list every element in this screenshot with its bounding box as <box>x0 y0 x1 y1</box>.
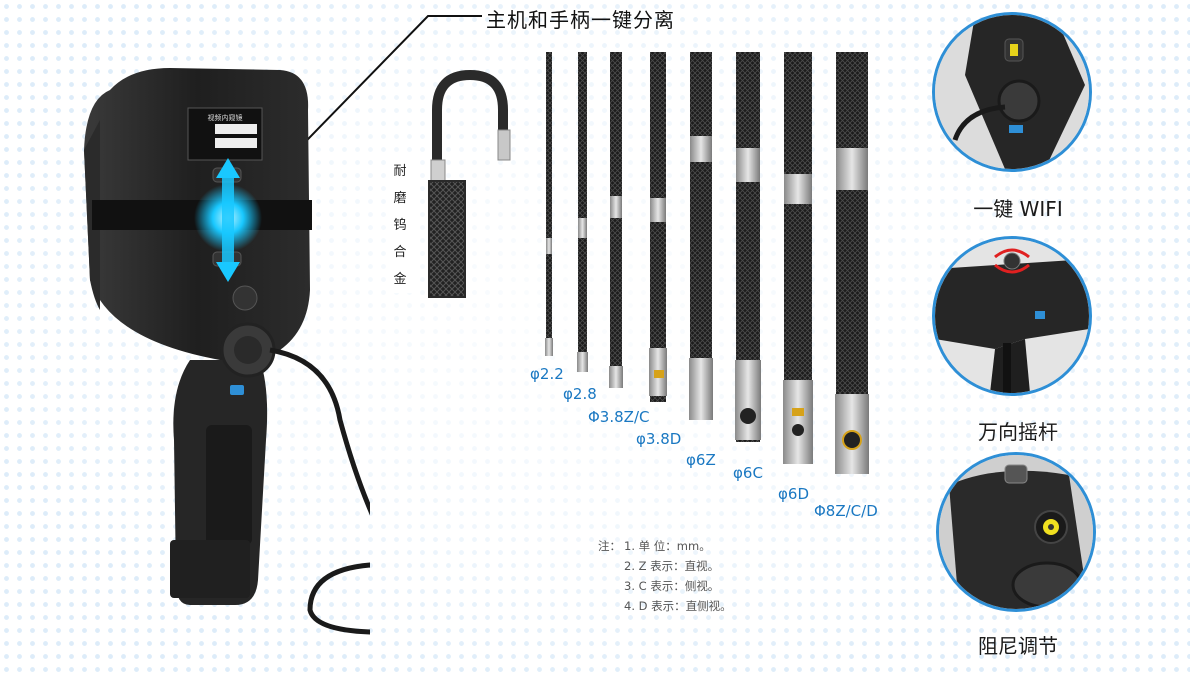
wifi-button-icon <box>935 15 1089 169</box>
feature-wifi-circle <box>932 12 1092 172</box>
split-caption: 主机和手柄一键分离 <box>486 8 675 32</box>
wear-char: 磨 <box>393 191 407 206</box>
probe-2-2 <box>545 52 553 356</box>
wear-resistant-label: 耐 磨 钨 合 金 <box>388 158 412 293</box>
probe-lineup <box>545 52 869 474</box>
probe-3-8zc <box>609 52 623 388</box>
note-row: 3. C 表示：侧视。 <box>624 579 720 593</box>
joystick-rotate-icon <box>935 239 1089 393</box>
probe-label: φ6C <box>733 464 763 482</box>
probe-label: φ2.8 <box>563 385 597 403</box>
probe-3-8d <box>649 52 667 402</box>
probe-label: Φ3.8Z/C <box>588 408 650 426</box>
probe-2-8 <box>577 52 588 372</box>
wear-char: 合 <box>393 245 407 260</box>
feature-damping-circle <box>936 452 1096 612</box>
wear-char: 钨 <box>393 218 407 233</box>
probe-label: φ6D <box>778 485 809 503</box>
notes-block: 注：1. 单 位：mm。 2. Z 表示：直视。 3. C 表示：侧视。 4. … <box>598 536 732 616</box>
probe-6d <box>783 52 813 464</box>
probe-label: Φ8Z/C/D <box>814 502 878 520</box>
note-row: 注：1. 单 位：mm。 <box>598 539 711 553</box>
feature-label: 万向摇杆 <box>978 420 1058 444</box>
probe-8zcd <box>835 52 869 474</box>
probe-6c <box>735 52 761 442</box>
damping-knob-icon <box>939 455 1093 609</box>
probe-label: φ2.2 <box>530 365 564 383</box>
note-row: 4. D 表示：直侧视。 <box>624 599 732 613</box>
endoscope-device: 视频内窥镜 <box>84 68 370 635</box>
probe-6z <box>689 52 713 420</box>
wear-char: 耐 <box>393 164 407 179</box>
feature-label: 一键 WIFI <box>973 197 1063 221</box>
note-row: 2. Z 表示：直视。 <box>624 559 720 573</box>
feature-joystick-circle <box>932 236 1092 396</box>
probe-label: φ6Z <box>686 451 716 469</box>
wear-char: 金 <box>393 272 407 287</box>
feature-label: 阻尼调节 <box>978 634 1058 658</box>
braided-probe-closeup <box>428 70 511 298</box>
probe-label: φ3.8D <box>636 430 682 448</box>
device-screen-title: 视频内窥镜 <box>208 113 243 122</box>
